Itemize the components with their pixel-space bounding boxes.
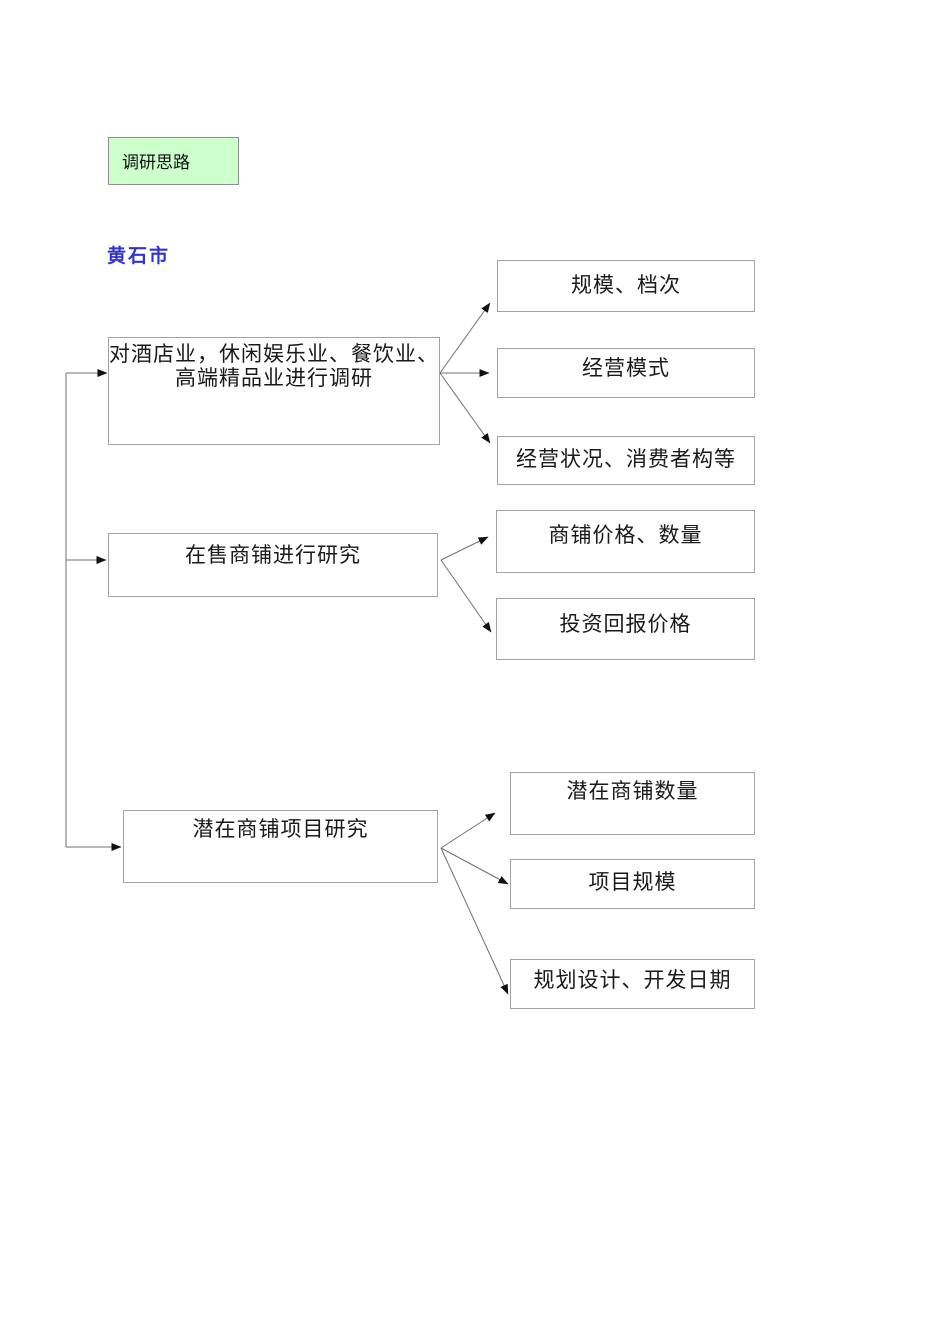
node-operating-status: 经营状况、消费者构等: [497, 436, 755, 485]
node-planning-dev-date: 规划设计、开发日期: [510, 959, 755, 1009]
node-scale-grade: 规模、档次: [497, 260, 755, 312]
node-potential-projects: 潜在商铺项目研究: [123, 810, 438, 883]
node-shops-on-sale: 在售商铺进行研究: [108, 533, 438, 597]
fan1-arrow-bottom: [439, 372, 491, 444]
node-project-scale: 项目规模: [510, 859, 755, 909]
node-business-model: 经营模式: [497, 348, 755, 398]
fan3-arrow-top: [440, 812, 496, 849]
node-industry-survey: 对酒店业，休闲娱乐业、餐饮业、高端精品业进行调研: [108, 337, 440, 445]
fan2-arrow-bottom: [440, 559, 492, 633]
fan3-arrow-middle: [440, 847, 509, 885]
fan2-arrow-top: [440, 536, 489, 561]
fan1-arrow-top: [439, 302, 491, 374]
fan3-arrow-bottom: [440, 847, 509, 995]
node-shop-price-quantity: 商铺价格、数量: [496, 510, 755, 573]
city-heading: 黄石市: [107, 246, 171, 267]
node-potential-shop-quantity: 潜在商铺数量: [510, 772, 755, 835]
node-investment-return: 投资回报价格: [496, 598, 755, 660]
research-approach-tag: 调研思路: [108, 137, 239, 185]
